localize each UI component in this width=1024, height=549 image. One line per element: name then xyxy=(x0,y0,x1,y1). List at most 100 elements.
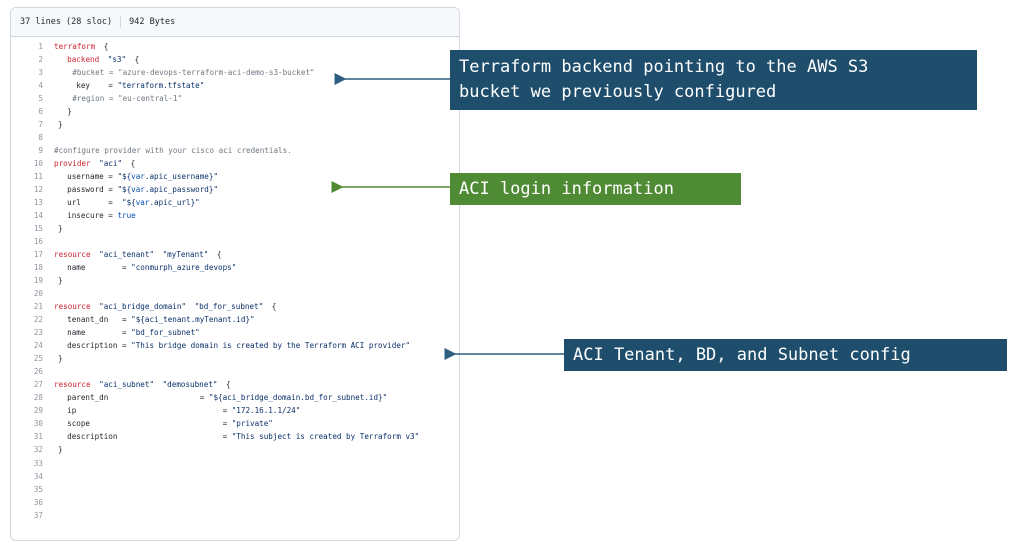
code-token: "This bridge domain is created by the Te… xyxy=(131,341,411,351)
code-token: } xyxy=(58,120,63,130)
line-number[interactable]: 34 xyxy=(33,471,43,481)
line-code: resource "aci_tenant" "myTenant" { xyxy=(50,248,221,261)
code-line: 18 name = "conmurph_azure_devops" xyxy=(11,261,459,274)
line-number[interactable]: 32 xyxy=(33,445,43,455)
line-number[interactable]: 3 xyxy=(38,68,43,78)
code-token: insecure = xyxy=(58,211,118,221)
code-token: ip = xyxy=(58,406,232,416)
file-header: 37 lines (28 sloc) 942 Bytes xyxy=(11,8,459,37)
code-line: 2 backend "s3" { xyxy=(11,53,459,66)
line-number[interactable]: 7 xyxy=(38,120,43,130)
code-token: var xyxy=(135,198,150,208)
line-number[interactable]: 13 xyxy=(33,198,43,208)
code-line: 9#configure provider with your cisco aci… xyxy=(11,144,459,157)
code-token: #bucket = "azure-devops-terraform-aci-de… xyxy=(54,68,315,78)
line-number[interactable]: 5 xyxy=(38,94,43,104)
line-code: backend "s3" { xyxy=(50,53,139,66)
code-token: "private" xyxy=(231,419,273,429)
line-number[interactable]: 23 xyxy=(33,328,43,338)
code-token: terraform xyxy=(54,42,96,51)
line-number[interactable]: 10 xyxy=(33,159,43,169)
code-line: 23 name = "bd_for_subnet" xyxy=(11,326,459,339)
callout-s3-line1: Terraform backend pointing to the AWS S3 xyxy=(459,57,869,77)
code-line: 5 #region = "eu-central-1" xyxy=(11,92,459,105)
code-token: .apic_username}" xyxy=(144,172,219,182)
line-number[interactable]: 18 xyxy=(33,263,43,273)
line-number[interactable]: 22 xyxy=(33,315,43,325)
line-code: password = "${var.apic_password}" xyxy=(50,183,218,196)
file-size: 942 Bytes xyxy=(129,17,176,27)
line-number[interactable]: 30 xyxy=(33,419,43,429)
line-code: resource "aci_bridge_domain" "bd_for_sub… xyxy=(50,300,276,313)
code-viewer: 37 lines (28 sloc) 942 Bytes 1 terraform … xyxy=(10,7,460,541)
code-line: 17 resource "aci_tenant" "myTenant" { xyxy=(11,248,459,261)
code-line: 26 xyxy=(11,365,459,378)
code-line: 30 scope = "private" xyxy=(11,417,459,430)
code-token: url = xyxy=(58,198,123,208)
line-number[interactable]: 21 xyxy=(33,302,43,312)
code-token: { xyxy=(99,42,109,51)
line-number[interactable]: 26 xyxy=(33,367,43,377)
code-token: "This subject is created by Terraform v3… xyxy=(231,432,420,442)
line-number[interactable]: 27 xyxy=(33,380,43,390)
line-number[interactable]: 16 xyxy=(33,237,43,247)
code-token: var xyxy=(131,172,145,182)
code-token: "aci_bridge_domain" xyxy=(99,302,187,312)
code-token: { xyxy=(267,302,277,312)
code-token: .apic_url}" xyxy=(149,198,200,208)
code-token: { xyxy=(221,380,231,390)
code-token: "172.16.1.1/24" xyxy=(231,406,301,416)
code-token: "aci_tenant" xyxy=(99,250,155,260)
line-number[interactable]: 20 xyxy=(33,289,43,299)
line-number[interactable]: 36 xyxy=(33,497,43,507)
code-token: } xyxy=(58,354,63,364)
code-line: 3 #bucket = "azure-devops-terraform-aci-… xyxy=(11,66,459,79)
code-token: key = xyxy=(58,81,118,91)
line-number[interactable]: 28 xyxy=(33,393,43,403)
code-line: 33 xyxy=(11,457,459,470)
code-token: resource xyxy=(54,250,91,260)
line-number[interactable]: 17 xyxy=(33,250,43,260)
line-number[interactable]: 11 xyxy=(33,172,43,182)
code-token: resource xyxy=(54,302,91,312)
code-line: 7} xyxy=(11,118,459,131)
line-code: } xyxy=(50,274,63,287)
line-code: provider "aci" { xyxy=(50,157,135,170)
line-number[interactable]: 2 xyxy=(38,55,43,65)
code-line: 29 ip = "172.16.1.1/24" xyxy=(11,404,459,417)
code-line: 37 xyxy=(11,509,459,522)
code-token: "${aci_bridge_domain.bd_for_subnet.id}" xyxy=(208,393,388,403)
code-line: 22 tenant_dn = "${aci_tenant.myTenant.id… xyxy=(11,313,459,326)
code-token: "${aci_tenant.myTenant.id}" xyxy=(131,315,255,325)
code-token: { xyxy=(126,159,136,169)
line-number[interactable]: 29 xyxy=(33,406,43,416)
line-number[interactable]: 19 xyxy=(33,276,43,286)
line-number[interactable]: 12 xyxy=(33,185,43,195)
code-line: 36 xyxy=(11,496,459,509)
line-number[interactable]: 4 xyxy=(38,81,43,91)
code-line: 21 resource "aci_bridge_domain" "bd_for_s… xyxy=(11,300,459,313)
code-token: "myTenant" xyxy=(162,250,209,260)
line-number[interactable]: 35 xyxy=(33,484,43,494)
line-number[interactable]: 33 xyxy=(33,458,43,468)
code-token: { xyxy=(130,55,140,65)
code-token: "bd_for_subnet" xyxy=(131,328,200,338)
line-number[interactable]: 25 xyxy=(33,354,43,364)
line-number[interactable]: 9 xyxy=(38,146,43,156)
line-number[interactable]: 8 xyxy=(38,133,43,143)
line-number[interactable]: 31 xyxy=(33,432,43,442)
code-line: 28 parent_dn = "${aci_bridge_domain.bd_f… xyxy=(11,391,459,404)
line-count: 37 lines (28 sloc) xyxy=(20,17,113,27)
line-number[interactable]: 15 xyxy=(33,224,43,234)
line-code: } xyxy=(50,105,72,118)
line-code: terraform { xyxy=(50,40,108,53)
line-number[interactable]: 37 xyxy=(33,510,43,520)
line-number[interactable]: 24 xyxy=(33,341,43,351)
code-token: "${ xyxy=(117,185,132,195)
line-number[interactable]: 1 xyxy=(38,42,43,51)
line-number[interactable]: 6 xyxy=(38,107,43,117)
line-number[interactable]: 14 xyxy=(33,211,43,221)
code-line: 25} xyxy=(11,352,459,365)
code-token: password = xyxy=(58,185,118,195)
